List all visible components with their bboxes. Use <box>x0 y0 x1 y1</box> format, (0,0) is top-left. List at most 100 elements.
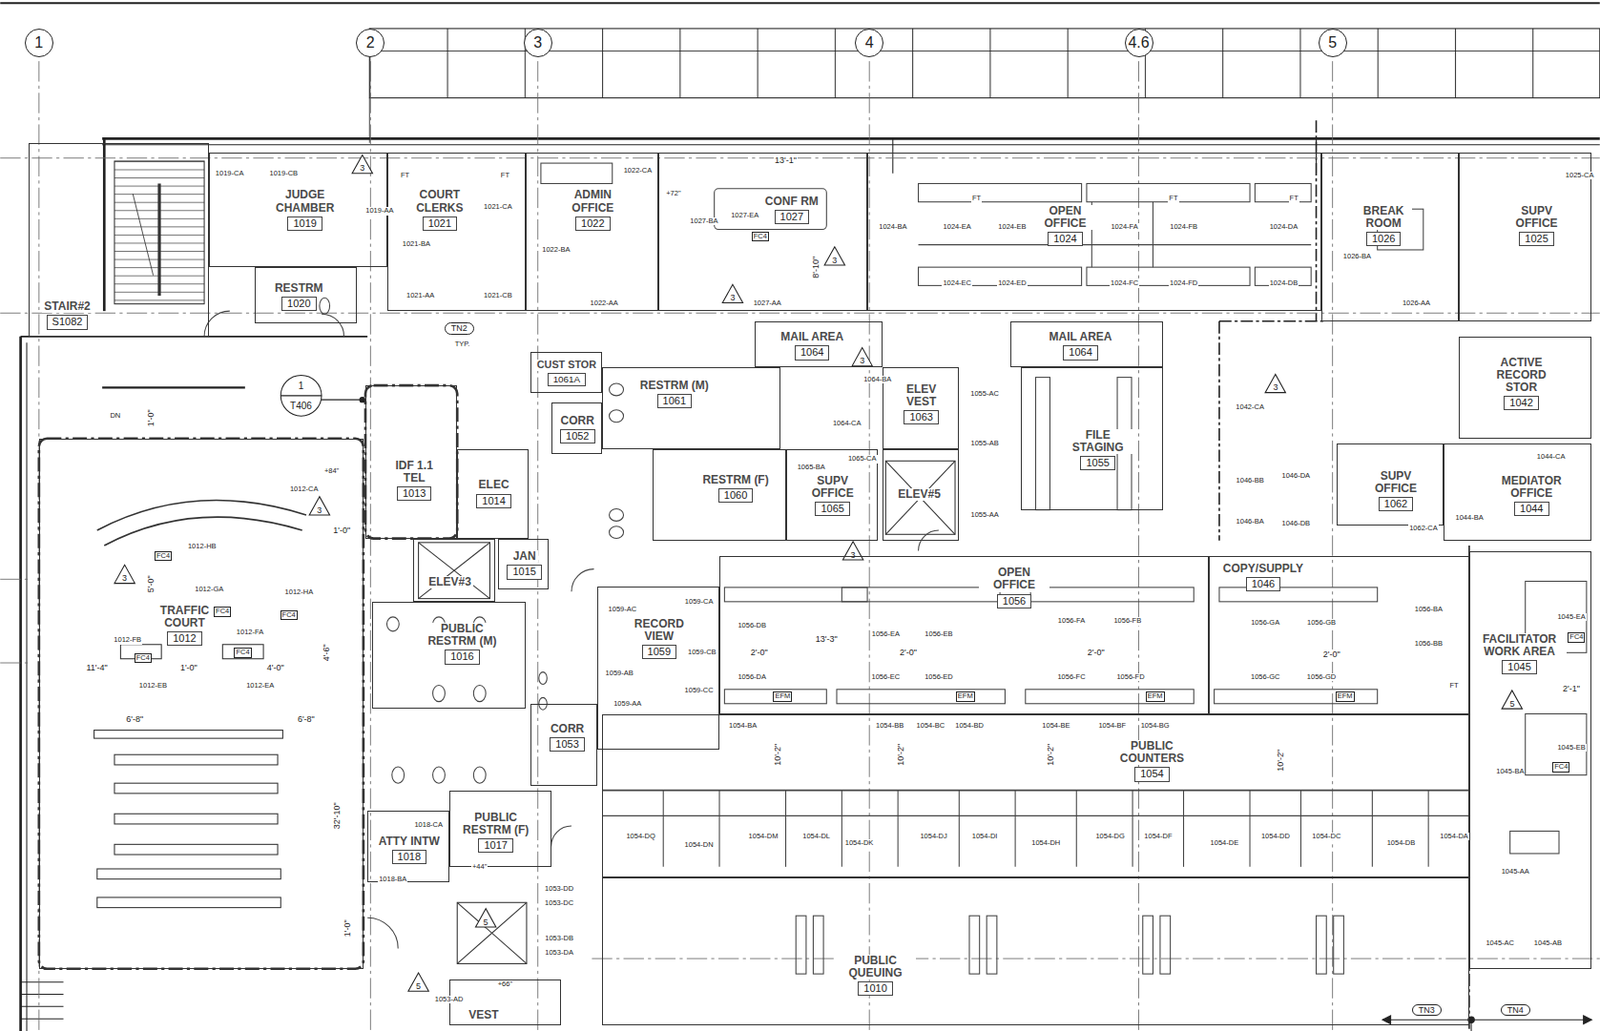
device-tag: TYP. <box>454 340 472 350</box>
dimension: 8'-10" <box>810 255 821 280</box>
equipment-tag: FC4 <box>1567 632 1585 644</box>
room-number: 1024 <box>1047 231 1082 247</box>
room-box: PUBLIC RESTRM (M)1016 <box>372 602 525 709</box>
room-number: 1016 <box>444 649 479 665</box>
device-tag: 1054-DG <box>1094 832 1125 842</box>
room-label: STAIR#2S1082 <box>41 300 92 330</box>
device-tag: 1022-BA <box>540 246 571 255</box>
equipment-tag: FC4 <box>213 606 231 618</box>
room-label: ELEC1014 <box>476 478 511 508</box>
revision-number: 5 <box>1510 699 1516 709</box>
room-name: FACILITATOR WORK AREA <box>1472 633 1567 659</box>
device-tag: FT <box>1448 682 1459 691</box>
device-tag: +44" <box>471 863 488 873</box>
room-label: ELEV#5 <box>895 488 943 501</box>
room-number: 1062 <box>1378 497 1413 512</box>
room-number: 1014 <box>476 494 511 509</box>
dimension: 13'-1" <box>773 155 798 166</box>
room-number: 1018 <box>392 850 427 865</box>
revision-triangle <box>851 348 873 367</box>
device-tag: 1054-DC <box>1310 832 1342 842</box>
device-tag: 1018-CA <box>413 821 444 831</box>
device-tag: 1053-DA <box>543 949 575 958</box>
device-tag: 1059-CB <box>686 648 718 658</box>
room-box: OPEN OFFICE1024 <box>867 152 1322 312</box>
room-box: TRAFFIC COURT1012 <box>39 438 364 970</box>
room-name: MEDIATOR OFFICE <box>1496 475 1567 500</box>
room-number: 1064 <box>1062 345 1098 360</box>
office-furniture <box>540 163 1587 868</box>
revision-triangle <box>475 909 496 928</box>
plumbing-fixtures <box>204 297 939 949</box>
device-tag: 1055-AB <box>969 439 999 449</box>
device-tag: 1056-GB <box>1306 619 1337 628</box>
room-name: PUBLIC QUEUING <box>835 955 916 980</box>
room-box: ADMIN OFFICE 1022 <box>525 152 659 312</box>
room-box: CUST STOR1061A <box>530 352 603 394</box>
room-name: PUBLIC COUNTERS <box>1111 740 1192 766</box>
room-box: RESTRM1020 <box>254 267 357 324</box>
device-tag: 1055-AA <box>969 511 999 520</box>
device-tag: 1054-BE <box>1040 722 1071 731</box>
equipment-tag: FC4 <box>751 231 769 243</box>
room-label: ELEV VEST1063 <box>895 383 948 426</box>
room-label: RESTRM (M)1061 <box>638 379 711 409</box>
device-tag: 1056-FA <box>1057 617 1086 626</box>
room-name: COPY/SUPPLY <box>1221 562 1306 576</box>
room-label: MEDIATOR OFFICE1044 <box>1496 475 1567 518</box>
revision-number: 3 <box>859 355 865 366</box>
device-tag: 1012-EA <box>245 682 275 691</box>
device-tag: +72" <box>664 189 682 199</box>
device-tag: 1056-GA <box>1249 619 1281 628</box>
revision-number: 3 <box>122 573 127 583</box>
tag-hexagon: TN4 <box>1500 1004 1531 1017</box>
room-label: PUBLIC QUEUING1010 <box>835 955 916 998</box>
grid-bubble: 4 <box>854 28 884 58</box>
device-tag: 1053-DC <box>543 899 575 909</box>
device-tag: 1019-CB <box>269 169 300 179</box>
room-label: ACTIVE RECORD STOR1042 <box>1481 356 1562 412</box>
room-name: CUST STOR <box>535 359 599 372</box>
room-box: RESTRM (F)1060 <box>652 449 786 541</box>
room-number: 1063 <box>903 410 938 425</box>
room-number: 1053 <box>549 737 584 752</box>
room-label: OPEN OFFICE1024 <box>1029 205 1101 248</box>
room-label: ELEV#3 <box>426 576 474 589</box>
room-box: CORR1053 <box>530 704 598 787</box>
device-tag: 1059-CC <box>684 686 715 696</box>
room-number: 1012 <box>166 631 202 646</box>
revision-number: 5 <box>483 917 489 928</box>
device-tag: 1027-AA <box>752 299 783 309</box>
device-tag: 1024-FA <box>1109 223 1139 232</box>
device-tag: 1012-EB <box>138 682 168 691</box>
dimension: 5'-0" <box>145 574 156 594</box>
device-tag: 1045-EB <box>1556 744 1586 753</box>
revision-triangle <box>352 155 373 174</box>
device-tag: 1054-BA <box>727 722 758 731</box>
device-tag: 1055-AC <box>969 390 1000 399</box>
room-name: ADMIN OFFICE <box>557 188 628 214</box>
device-tag: 1027-BA <box>688 217 719 227</box>
device-tag: 1045-BA <box>1495 768 1525 777</box>
device-tag: 1056-ED <box>923 673 955 683</box>
room-number: 1022 <box>575 216 610 231</box>
device-tag: +84" <box>323 467 340 477</box>
device-tag: 1018-BA <box>377 875 408 885</box>
room-box: ELEC1014 <box>457 449 529 540</box>
device-tag: 1024-FC <box>1109 279 1140 289</box>
room-name: RESTRM (F) <box>700 474 770 487</box>
device-tag: 1056-FB <box>1112 617 1143 626</box>
room-name: PUBLIC RESTRM (M) <box>421 623 502 648</box>
dimension: 4'-0" <box>266 663 286 673</box>
equipment-tag: FC4 <box>280 610 298 622</box>
dimension: 10'-2" <box>1275 748 1286 772</box>
room-number: 1027 <box>774 209 810 225</box>
room-name: COURT CLERKS <box>404 188 476 214</box>
room-box: ELEV VEST1063 <box>882 367 959 450</box>
device-tag: 1059-AB <box>604 669 635 679</box>
device-tag: 1045-AA <box>1500 868 1531 877</box>
device-tag: FT <box>971 194 982 204</box>
room-name: SUPV OFFICE <box>807 475 859 500</box>
device-tag: 1042-CA <box>1234 403 1266 413</box>
room-box: OPEN OFFICE1056 <box>719 556 1209 715</box>
